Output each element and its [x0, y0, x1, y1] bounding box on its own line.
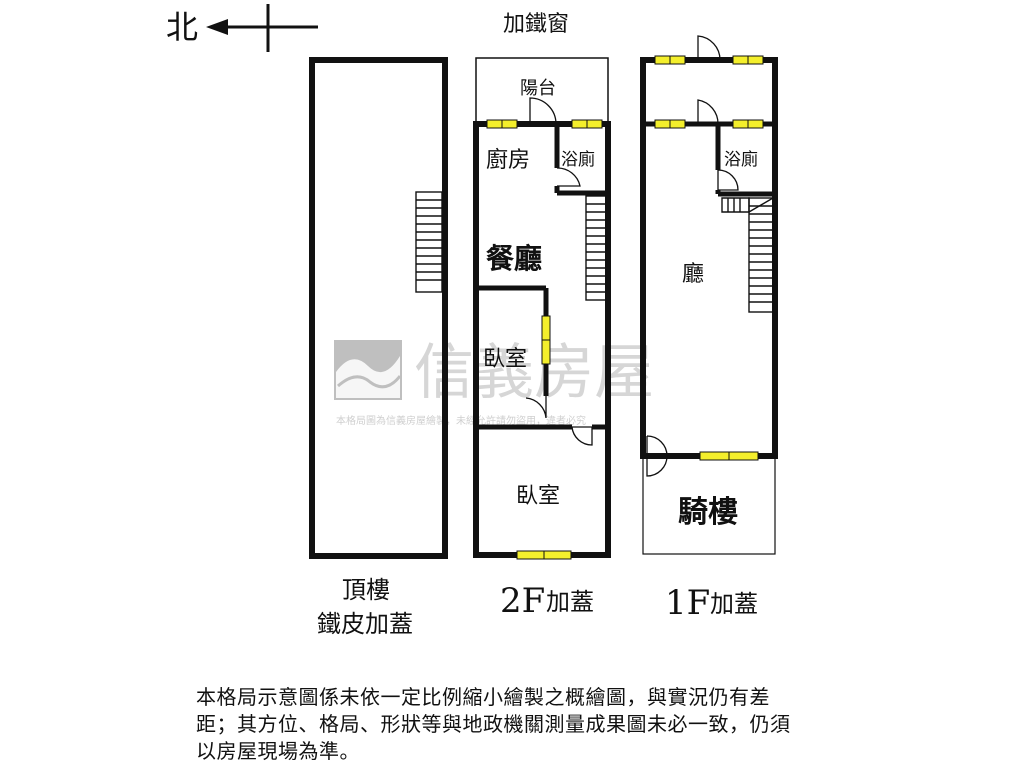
- living-label: 廳: [682, 262, 704, 287]
- north-arrow: [206, 4, 318, 52]
- first-floor-outline: [640, 57, 778, 459]
- first-floor-windows: [654, 55, 764, 461]
- disclaimer-line1: 本格局示意圖係未依一定比例縮小繪製之概繪圖，與實況仍有差: [196, 685, 770, 709]
- roof-stairs: [415, 191, 443, 293]
- bedroom-bottom-label: 臥室: [516, 484, 560, 509]
- roof-outline: [309, 57, 448, 559]
- watermark: 信義房屋 本格局圖為信義房屋繪製，未經允許請勿盜用，違者必究: [334, 338, 654, 427]
- disclaimer: 本格局示意圖係未依一定比例縮小繪製之概繪圖，與實況仍有差 距；其方位、格局、形狀…: [196, 684, 876, 765]
- second-floor-plan: [473, 57, 611, 560]
- kitchen-label: 廚房: [486, 148, 530, 173]
- watermark-brand: 信義房屋: [414, 338, 654, 408]
- arcade-label: 騎樓: [678, 495, 738, 530]
- roof-floor-plan: [309, 57, 448, 559]
- roof-caption-line2: 鐵皮加蓋: [317, 610, 413, 638]
- first-floor-plan: [640, 35, 778, 555]
- first-floor-stairs: [721, 197, 774, 313]
- first-floor-word: 加蓋: [710, 590, 758, 618]
- disclaimer-line2: 距；其方位、格局、形狀等與地政機關測量成果圖未必一致，仍須: [196, 712, 791, 736]
- second-floor-doors: [525, 97, 593, 446]
- balcony-label: 陽台: [520, 78, 556, 99]
- roof-caption-line1: 頂樓: [342, 576, 390, 604]
- first-floor-doors: [646, 35, 739, 477]
- watermark-notice: 本格局圖為信義房屋繪製，未經允許請勿盜用，違者必究: [336, 414, 586, 427]
- window-top-label: 加鐵窗: [503, 12, 569, 37]
- dining-label: 餐廳: [486, 242, 542, 275]
- disclaimer-line3: 以房屋現場為準。: [196, 739, 360, 763]
- bath-1f-label: 浴廁: [724, 149, 758, 170]
- second-floor-stairs: [585, 195, 607, 301]
- bath-2f-label: 浴廁: [561, 149, 595, 170]
- bedroom-mid-label: 臥室: [483, 347, 527, 372]
- first-floor-number: 1F: [665, 583, 710, 623]
- north-label: 北: [166, 8, 198, 46]
- second-floor-windows: [486, 119, 603, 560]
- second-floor-number: 2F: [500, 581, 545, 621]
- second-floor-word: 加蓋: [546, 588, 594, 616]
